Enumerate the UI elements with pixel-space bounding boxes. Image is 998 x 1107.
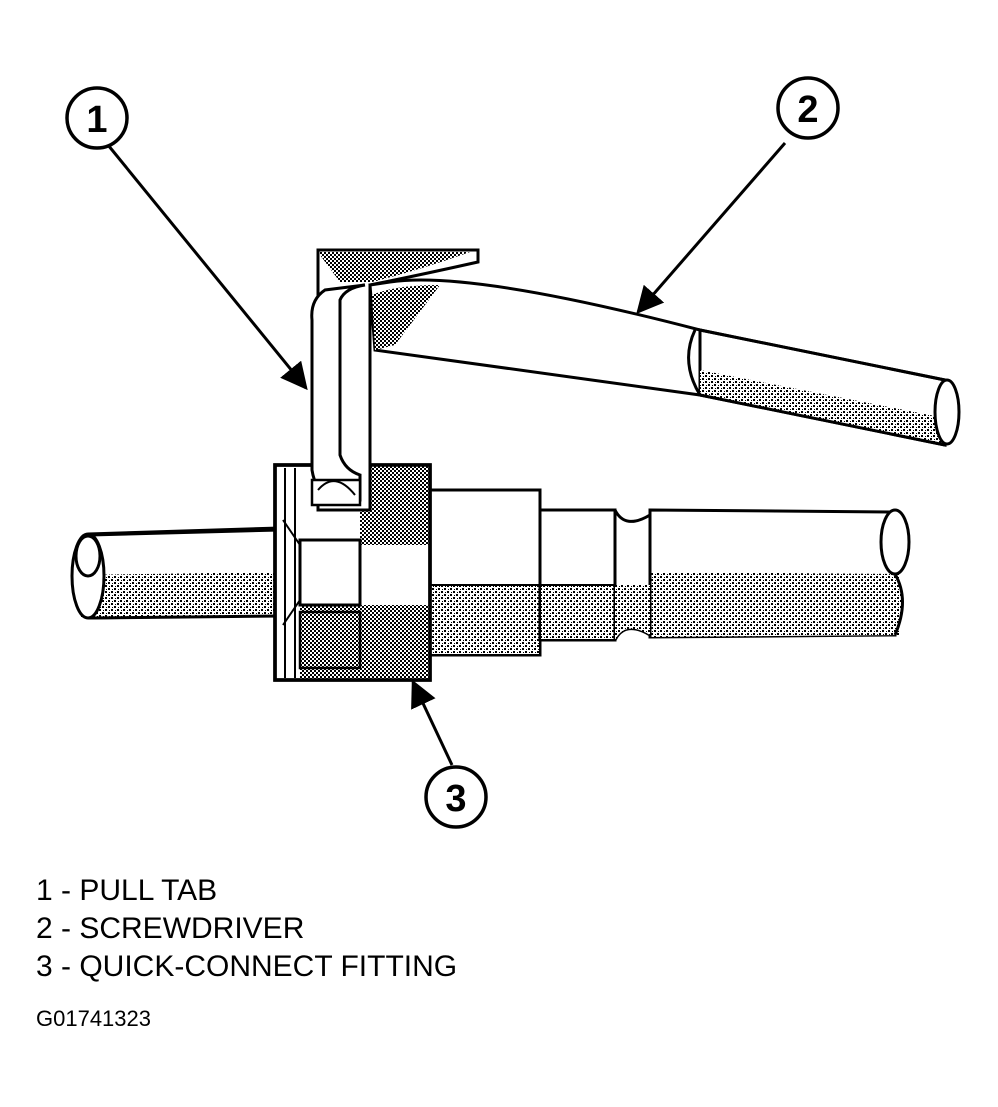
legend-item: 3 - QUICK-CONNECT FITTING bbox=[36, 950, 458, 983]
callout-1: 1 bbox=[65, 86, 129, 150]
callout-2: 2 bbox=[776, 76, 840, 140]
legend: 1 - PULL TAB 2 - SCREWDRIVER 3 - QUICK-C… bbox=[36, 872, 457, 986]
callout-number-2: 2 bbox=[797, 89, 818, 131]
callout-number-3: 3 bbox=[445, 778, 466, 820]
legend-item: 2 - SCREWDRIVER bbox=[36, 912, 305, 945]
leader-line-1 bbox=[106, 144, 308, 391]
callout-3: 3 bbox=[424, 765, 488, 829]
leader-line-3 bbox=[411, 679, 454, 766]
callout-number-1: 1 bbox=[86, 99, 107, 141]
fuel-line-tube bbox=[70, 508, 911, 639]
figure-id: G01741323 bbox=[36, 1006, 151, 1031]
legend-item: 1 - PULL TAB bbox=[36, 874, 218, 907]
pull-tab bbox=[310, 248, 480, 512]
quick-connect-fitting bbox=[273, 463, 652, 682]
screwdriver bbox=[368, 278, 961, 447]
leader-line-2 bbox=[636, 142, 787, 315]
